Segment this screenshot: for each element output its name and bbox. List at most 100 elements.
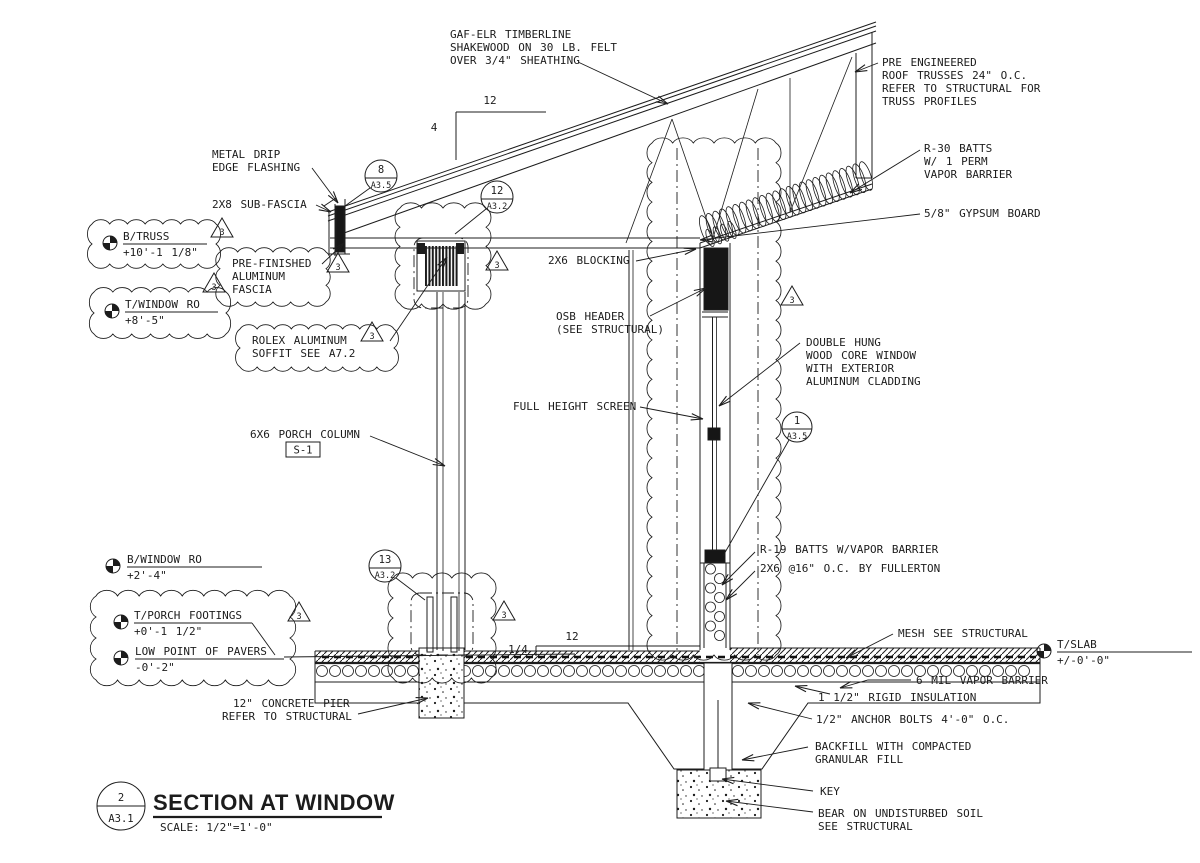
note-pier-l1: 12" CONCRETE PIER [233,697,350,710]
datum-low-point-pavers: LOW POINT OF PAVERS -0'-2" [113,645,576,674]
roof-assembly [327,21,877,234]
leader-mesh [845,633,894,659]
datum-b-window-value: +2'-4" [127,569,167,582]
leader-drip [311,167,339,204]
cloud-beam-detail [394,202,492,310]
drawing-scale: SCALE: 1/2"=1'-0" [160,821,273,834]
revision-triangle: 3 [485,250,509,271]
leader-window [718,342,801,407]
note-column-tag: S-1 [294,445,313,457]
svg-text:3: 3 [369,332,374,342]
datum-b-truss-value: +10'-1 1/8" [123,246,198,259]
note-screen: FULL HEIGHT SCREEN [513,400,704,421]
svg-text:3: 3 [296,612,301,622]
datum-footings-label: T/PORCH FOOTINGS [134,609,242,622]
cloud-pier-detail [387,572,497,684]
note-anchor: 1/2" ANCHOR BOLTS 4'-0" O.C. [747,702,1009,726]
pier-detail [410,592,474,656]
note-r30-l3: VAPOR BARRIER [924,168,1012,181]
bubble-beam-number: 12 [491,185,504,197]
roof-slope-rise: 4 [431,121,438,134]
cloud-footings-note [89,589,297,687]
note-gypsum: 5/8" GYPSUM BOARD [699,207,1041,243]
note-soffit: ROLEX ALUMINUM SOFFIT SEE A7.2 [252,256,448,360]
leader-r30 [849,149,921,194]
note-drip-edge: METAL DRIP EDGE FLASHING [212,148,339,204]
leader-key [721,776,814,792]
window-wall [699,243,731,650]
note-r30: R-30 BATTS W/ 1 PERM VAPOR BARRIER [849,142,1012,194]
datum-symbol [104,303,120,319]
note-soffit-l2: SOFFIT SEE A7.2 [252,347,355,360]
note-fascia-l3: FASCIA [232,283,272,296]
datum-b-window-ro: B/WINDOW RO +2'-4" [105,553,262,582]
svg-text:3: 3 [211,283,216,293]
pier-anchor-left [426,596,434,653]
drip-edge [323,197,337,207]
bubble-window: 1 A3.5 [781,411,813,443]
note-bearing: BEAR ON UNDISTURBED SOIL SEE STRUCTURAL [725,798,983,833]
note-trusses: PRE ENGINEERED ROOF TRUSSES 24" O.C. REF… [854,56,1041,108]
floor-slope-rise: 1/4 [508,643,528,656]
leader-roofing [577,61,669,105]
revision-triangle: 3 [326,252,350,273]
revision-triangles: 3 3 3 3 3 3 3 3 [202,217,804,622]
leader-screen [639,406,704,421]
note-anchor-l1: 1/2" ANCHOR BOLTS 4'-0" O.C. [816,713,1009,726]
revision-clouds [87,137,782,687]
osb-header-block [703,247,729,311]
note-pier: 12" CONCRETE PIER REFER TO STRUCTURAL [222,697,429,723]
note-vapor: 6 MIL VAPOR BARRIER [839,674,1048,689]
note-studs: 2X6 @16" O.C. BY FULLERTON [725,562,940,601]
datum-pavers-value: -0'-2" [135,661,175,674]
cloud-soffit-note [235,324,399,372]
porch-beam-detail [413,237,469,309]
datum-symbol [113,614,129,630]
title-sheet-ref: A3.1 [108,813,133,825]
note-osb-header: OSB HEADER (SEE STRUCTURAL) [556,287,707,336]
note-blocking-l1: 2X6 BLOCKING [548,254,629,267]
note-backfill: BACKFILL WITH COMPACTED GRANULAR FILL [741,740,971,766]
roof-slope-indicator: 12 4 [431,94,546,160]
datum-symbol [113,650,129,666]
revision-triangle: 3 [210,217,234,238]
floor-slope-run: 12 [565,630,578,643]
datum-symbol [105,558,121,574]
datum-t-window-ro: T/WINDOW RO +8'-5" [104,298,218,327]
bubble-beam-sheet: A3.2 [487,202,507,212]
note-subfascia-l1: 2X8 SUB-FASCIA [212,198,307,211]
svg-text:3: 3 [494,261,499,271]
note-r30-l2: W/ 1 PERM [924,155,988,168]
note-mesh-l1: MESH SEE STRUCTURAL [898,627,1028,640]
note-key: KEY [721,776,840,798]
floor-slope-indicator: 12 1/4 [508,630,700,656]
note-sub-fascia: 2X8 SUB-FASCIA [212,198,332,213]
datum-symbol [1036,643,1052,659]
note-roofing-l3: OVER 3/4" SHEATHING [450,54,580,67]
note-bearing-l1: BEAR ON UNDISTURBED SOIL [818,807,983,820]
leader-studs [725,570,756,601]
bubble-beam-leader [454,208,487,235]
note-drip-l1: METAL DRIP [212,148,281,161]
window-check-rail [707,427,721,441]
svg-text:3: 3 [219,228,224,238]
bubble-eave-sheet: A3.5 [371,181,391,191]
note-roofing-l2: SHAKEWOOD ON 30 LB. FELT [450,41,617,54]
note-fascia-l2: ALUMINUM [232,270,285,283]
note-drip-l2: EDGE FLASHING [212,161,300,174]
note-column-l1: 6X6 PORCH COLUMN [250,428,360,441]
note-rigid-l1: 1 1/2" RIGID INSULATION [818,691,976,704]
detail-bubbles: 8 A3.5 12 A3.2 13 A3.2 1 A3.5 [344,159,813,601]
note-porch-column: 6X6 PORCH COLUMN S-1 [250,428,446,467]
note-soffit-l1: ROLEX ALUMINUM [252,334,347,347]
header-batt-insulation [705,221,737,247]
roof-slope-run: 12 [483,94,496,107]
leader-vapor [839,679,911,689]
note-studs-l1: 2X6 @16" O.C. BY FULLERTON [760,562,940,575]
note-trusses-l1: PRE ENGINEERED [882,56,977,69]
note-backfill-l1: BACKFILL WITH COMPACTED [815,740,971,753]
note-trusses-l4: TRUSS PROFILES [882,95,977,108]
leader-trusses [854,62,879,73]
revision-triangle: 3 [780,285,804,306]
leader-backfill [741,746,809,762]
